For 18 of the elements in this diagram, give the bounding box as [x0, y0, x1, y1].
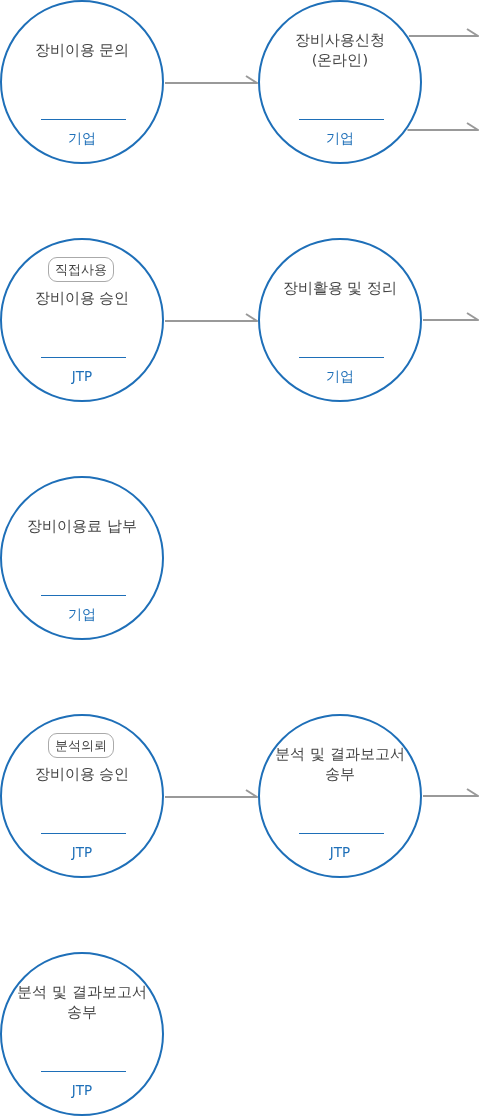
step-title: 장비이용 승인 [33, 289, 131, 308]
step-title: 분석 및 결과보고서 송부 [16, 983, 148, 1022]
organization-label: JTP [70, 367, 94, 386]
tag-badge: 분석의뢰 [48, 733, 114, 758]
step-title: 장비활용 및 정리 [281, 279, 399, 298]
organization-label: JTP [70, 843, 94, 862]
step-title: 분석 및 결과보고서 송부 [274, 745, 406, 784]
tag-badge: 직접사용 [48, 257, 114, 282]
organization-label: JTP [70, 1081, 94, 1100]
step-title: 장비이용 문의 [33, 41, 131, 60]
step-title: 장비사용신청 (온라인) [294, 31, 386, 70]
organization-label: 기업 [67, 605, 97, 624]
organization-label: JTP [328, 843, 352, 862]
organization-label: 기업 [67, 129, 97, 148]
step-title: 장비이용 승인 [33, 765, 131, 784]
organization-label: 기업 [325, 367, 355, 386]
step-title: 장비이용료 납부 [26, 517, 138, 536]
organization-label: 기업 [325, 129, 355, 148]
